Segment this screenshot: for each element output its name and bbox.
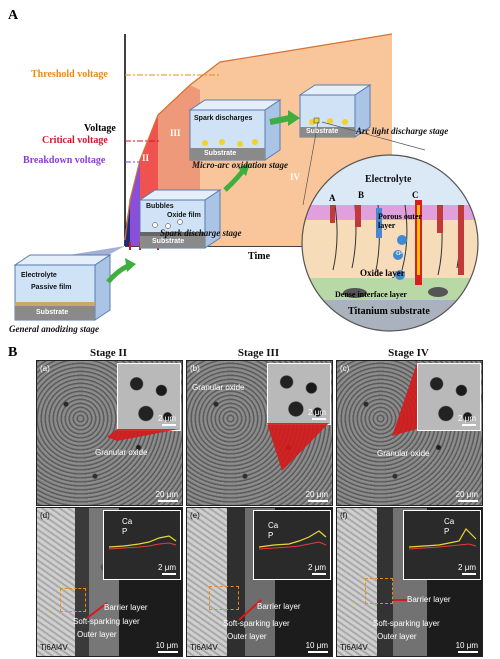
scale-b: 20 μm — [305, 490, 328, 499]
cube2-bubbles-label: Bubbles — [146, 203, 174, 210]
stage-ii-numeral: II — [142, 153, 150, 163]
spark-stage-caption: Spark discharge stage — [160, 228, 242, 238]
scale-e: 10 μm — [305, 641, 328, 650]
threshold-voltage-label: Threshold voltage — [31, 69, 108, 80]
sem-image-f: (f) Ca P 2 μm Barrier layer Soft-sparkin… — [336, 507, 483, 657]
stage-i-region — [130, 160, 140, 246]
sublabel-b: (b) — [190, 364, 200, 373]
alloy-label-f: Ti6Al4V — [340, 643, 368, 652]
inset-d-scale: 2 μm — [158, 563, 176, 572]
voltage-axis-label: Voltage — [84, 123, 116, 134]
cube2-oxide-label: Oxide film — [167, 212, 201, 219]
voltage-curve — [124, 33, 393, 241]
granular-oxide-label-b: Granular oxide — [192, 383, 245, 392]
cube3-spark-label: Spark discharges — [194, 115, 253, 122]
arrow-3 — [269, 115, 291, 125]
inset-e-ca: Ca — [268, 521, 279, 530]
sem-image-a: (a) 2 μm Granular oxide 20 μm — [36, 360, 183, 506]
cube4-substrate-label: Substrate — [306, 128, 339, 135]
outer-label-f: Outer layer — [377, 632, 417, 641]
outer-label-e: Outer layer — [227, 632, 267, 641]
barrier-label-d: Barrier layer — [104, 603, 148, 612]
inset-f: Ca P 2 μm — [403, 510, 481, 580]
sublabel-d: (d) — [40, 511, 50, 520]
alloy-label-d: Ti6Al4V — [40, 643, 68, 652]
zoom-circle — [302, 155, 478, 331]
barrier-label-e: Barrier layer — [257, 602, 301, 611]
inset-c: 2 μm — [417, 363, 481, 431]
stage-iii-title: Stage III — [237, 347, 280, 359]
soft-label-d: Soft-sparking layer — [73, 617, 140, 626]
sem-image-c: (c) 2 μm Granular oxide 20 μm — [336, 360, 483, 506]
inset-e-p: P — [268, 531, 274, 540]
circle-electrolyte-label: Electrolyte — [365, 174, 412, 185]
micro-stage-caption: Micro-arc oxidation stage — [192, 160, 288, 170]
stage-iv-numeral: IV — [290, 172, 301, 182]
circle-dense-label: Dense interface layer — [335, 290, 407, 299]
outer-label-d: Outer layer — [77, 630, 117, 639]
circle-oxide-label: Oxide layer — [360, 268, 405, 278]
inset-a: 2 μm — [117, 363, 181, 431]
cube2-substrate-label: Substrate — [152, 238, 185, 245]
sem-image-b: (b) 2 μm Granular oxide 20 μm — [186, 360, 333, 506]
stage-iv-title: Stage IV — [388, 347, 429, 359]
stage-ii-title: Stage II — [90, 347, 127, 359]
panel-a-figure — [13, 33, 479, 332]
inset-f-ca: Ca — [444, 517, 455, 526]
granular-oxide-label-a: Granular oxide — [95, 448, 148, 457]
scale-f: 10 μm — [455, 641, 478, 650]
circle-porous-label: Porous outer layer — [378, 212, 422, 230]
granular-oxide-label-c: Granular oxide — [377, 449, 430, 458]
general-stage-caption: General anodizing stage — [9, 324, 100, 334]
barrier-label-f: Barrier layer — [407, 595, 451, 604]
time-axis-label: Time — [248, 251, 271, 262]
cube1-electrolyte-label: Electrolyte — [21, 272, 57, 279]
cube1-substrate-label: Substrate — [36, 309, 69, 316]
sem-image-e: (e) Ca P 2 μm Barrier layer Soft-sparkin… — [186, 507, 333, 657]
scale-a: 20 μm — [155, 490, 178, 499]
sublabel-a: (a) — [40, 364, 50, 373]
arc-stage-caption: Arc light discharge stage — [356, 126, 449, 136]
cube3-substrate-label: Substrate — [204, 150, 237, 157]
inset-f-scale: 2 μm — [458, 563, 476, 572]
stage-iii-numeral: III — [170, 128, 181, 138]
scale-d: 10 μm — [155, 641, 178, 650]
inset-c-scale: 2 μm — [458, 414, 476, 423]
panel-a-letter: A — [8, 8, 19, 23]
sublabel-f: (f) — [340, 511, 348, 520]
circle-o2-label: O²⁻ — [396, 251, 406, 257]
circle-c-label: C — [412, 190, 419, 200]
circle-a-label: A — [329, 193, 336, 203]
alloy-label-e: Ti6Al4V — [190, 643, 218, 652]
scale-c: 20 μm — [455, 490, 478, 499]
soft-label-f: Soft-sparking layer — [373, 619, 440, 628]
inset-d-ca: Ca — [122, 517, 133, 526]
inset-a-scale: 2 μm — [158, 414, 176, 423]
inset-e: Ca P 2 μm — [253, 510, 331, 580]
sem-image-d: (d) Ca P 2 μm Barrier layer Soft-sparkin… — [36, 507, 183, 657]
inset-b-scale: 2 μm — [308, 408, 326, 417]
sublabel-e: (e) — [190, 511, 200, 520]
inset-d: Ca P 2 μm — [103, 510, 181, 580]
circle-ti-label: Titanium substrate — [348, 306, 430, 317]
panel-b-letter: B — [8, 345, 18, 360]
inset-f-p: P — [444, 527, 450, 536]
critical-voltage-label: Critical voltage — [42, 135, 108, 146]
inset-d-p: P — [122, 527, 128, 536]
inset-b: 2 μm — [267, 363, 331, 425]
cube1-passive-label: Passive film — [31, 284, 72, 291]
soft-label-e: Soft-sparking layer — [223, 619, 290, 628]
circle-b-label: B — [358, 190, 365, 200]
inset-e-scale: 2 μm — [308, 563, 326, 572]
sublabel-c: (c) — [340, 364, 350, 373]
breakdown-voltage-label: Breakdown voltage — [23, 155, 106, 166]
